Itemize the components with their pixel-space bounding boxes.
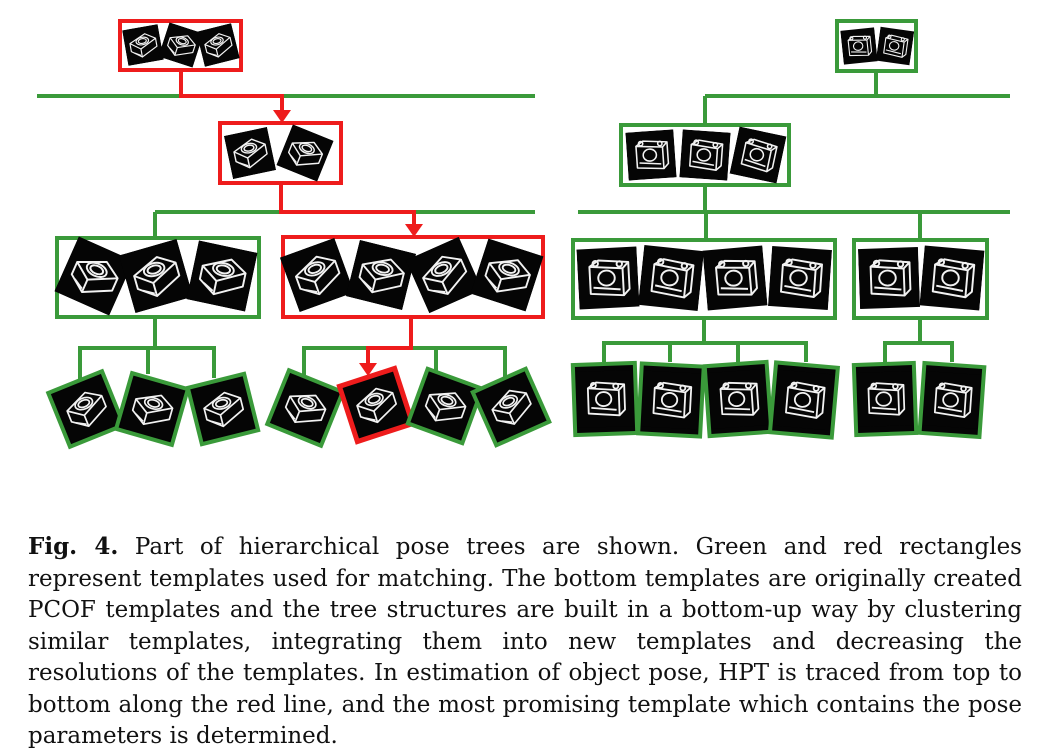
branch-line	[302, 346, 507, 378]
leaf-template	[264, 367, 346, 449]
template-image	[702, 244, 768, 312]
template-group-level3	[55, 236, 261, 319]
template-image	[875, 26, 915, 66]
figure-caption: Fig. 4. Part of hierarchical pose trees …	[28, 531, 1022, 753]
template-image	[345, 239, 417, 311]
template-image	[637, 243, 705, 313]
leaf-template-active	[336, 365, 416, 445]
branch-line	[602, 341, 808, 362]
leaf-template	[702, 359, 774, 439]
template-image	[276, 124, 334, 182]
leaf-template	[45, 368, 127, 450]
template-image	[470, 238, 544, 312]
template-image	[625, 129, 677, 181]
template-image	[857, 245, 921, 311]
template-image	[679, 129, 731, 181]
template-image	[118, 238, 194, 314]
arrow-head	[359, 363, 377, 376]
traced-path	[279, 183, 416, 226]
template-image	[186, 240, 258, 312]
template-image	[729, 126, 787, 184]
template-image	[919, 244, 985, 312]
template-image	[767, 244, 833, 312]
template-image	[223, 126, 277, 180]
traced-path	[179, 70, 284, 112]
right-pose-tree	[570, 19, 1010, 440]
leaf-template	[767, 360, 841, 440]
pose-tree-figure	[37, 19, 1010, 450]
template-image	[158, 22, 204, 68]
leaf-template	[470, 366, 552, 448]
template-image	[122, 24, 164, 66]
leaf-template	[851, 360, 919, 438]
template-image	[405, 236, 483, 314]
leaf-template	[570, 360, 640, 438]
leaf-template	[113, 370, 191, 448]
template-image	[576, 245, 640, 311]
arrow-head	[273, 110, 291, 123]
template-image	[196, 23, 240, 67]
traced-path	[366, 317, 413, 366]
template-image	[840, 26, 878, 66]
left-pose-tree	[37, 19, 552, 450]
template-image	[54, 236, 134, 316]
template-image	[279, 237, 355, 313]
branch-line	[883, 341, 954, 362]
arrow-head	[405, 224, 423, 237]
caption-text: Part of hierarchical pose trees are show…	[28, 534, 1022, 749]
figure-label: Fig. 4.	[28, 533, 119, 560]
leaf-template	[185, 371, 261, 447]
leaf-template	[405, 366, 485, 446]
leaf-template	[917, 360, 987, 440]
leaf-template	[636, 361, 706, 439]
